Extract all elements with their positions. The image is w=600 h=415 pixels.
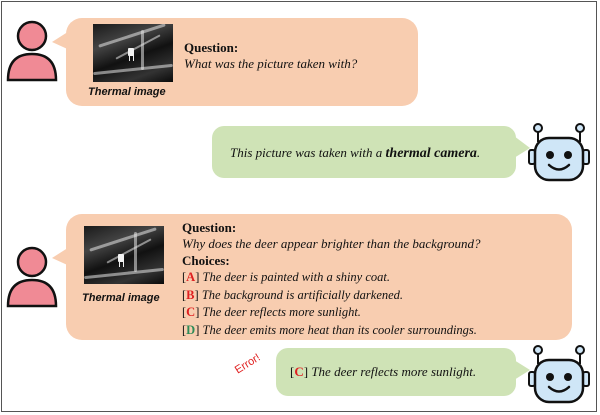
choice-letter: C [186, 305, 196, 319]
bot-bubble-1 [212, 126, 516, 178]
bot-bubble-tail [514, 136, 530, 158]
choice-text: The deer is painted with a shiny coat. [202, 270, 390, 284]
choice-text: The deer reflects more sunlight. [202, 305, 361, 319]
answer-text-2: [C] The deer reflects more sunlight. [290, 364, 477, 379]
answer-letter-2: C [294, 364, 304, 379]
thermal-image-label-1: Thermal image [88, 86, 166, 98]
answer-text-1: This picture was taken with a thermal ca… [230, 145, 480, 162]
answer-text-1-pre: This picture was taken with a [230, 145, 386, 160]
thermal-image-2 [84, 226, 164, 284]
answer-text-2-body: The deer reflects more sunlight. [311, 364, 477, 379]
question-text-2: Why does the deer appear brighter than t… [182, 236, 481, 251]
thermal-image-label-2: Thermal image [82, 292, 160, 304]
choices-heading-text: Choices: [182, 253, 230, 268]
choice-letter: D [186, 322, 196, 337]
user-icon [6, 246, 58, 308]
answer-text-1-bold: thermal camera [385, 146, 477, 161]
choice-letter: B [186, 287, 195, 302]
choice-letter: A [186, 270, 196, 284]
choice-text: The background is artificially darkened. [201, 287, 404, 302]
choices-heading: Choices: [182, 253, 230, 269]
bot-bubble-2 [276, 348, 516, 396]
question-text-1: What was the picture taken with? [184, 56, 358, 71]
choice-c: [C] The deer reflects more sunlight. [182, 305, 361, 319]
robot-icon [528, 123, 590, 182]
choice-a: [A] The deer is painted with a shiny coa… [182, 270, 390, 284]
choice-b: [B] The background is artificially darke… [182, 287, 404, 302]
thermal-image-1 [93, 24, 173, 82]
choice-d: [D] The deer emits more heat than its co… [182, 322, 477, 337]
question-heading-1: Question: [184, 40, 239, 55]
question-heading-2: Question: [182, 220, 237, 235]
user-icon [6, 20, 58, 82]
answer-text-1-post: . [476, 145, 481, 160]
robot-icon [528, 345, 590, 404]
bot-bubble-tail [514, 360, 530, 380]
choice-text: The deer emits more heat than its cooler… [202, 322, 477, 337]
